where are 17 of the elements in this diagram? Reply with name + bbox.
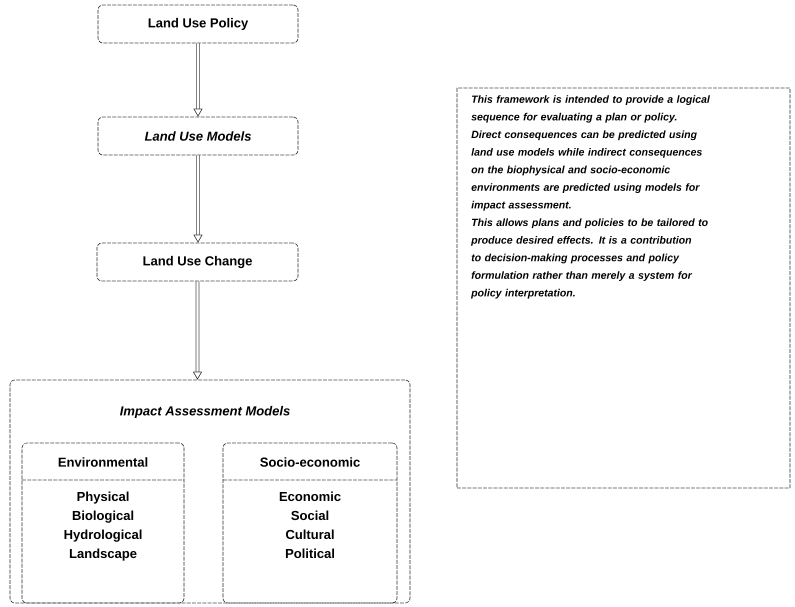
process-box: Land Use Change [96,242,298,282]
node-label: Physical [77,492,128,504]
node-label: Landscape [70,548,137,561]
node-label: Biological [72,510,134,523]
category-heading: Socio-economic [260,457,360,467]
item-list: Physical Biological Hydrological Landscape [64,492,142,561]
node-label: Economic [280,492,341,502]
node-label: Cultural [286,530,334,540]
node-label: Hydrological [64,530,142,542]
box-heading: Impact Assessment Models [120,406,290,418]
item-list: Economic Social Cultural Political [280,492,341,558]
process-box: Land Use Policy [98,4,298,44]
node-label: Social [291,510,328,520]
node-label: Political [286,548,334,558]
category-heading: Environmental [58,457,148,467]
note-text: This framework is intended to provide a logical sequence for evaluating a plan or policy. Direct consequences can be predicted using land use models while indirect consequences on the biophysical and socio-economic environments are predicted using models for impact assessment. This allows plans and policies to be tailored to produce desired effects. It is a contribution to decision-making processes and policy formulation rather than merely a system for policy interpretation. [470,95,710,299]
process-box: Land Use Models [98,116,298,156]
